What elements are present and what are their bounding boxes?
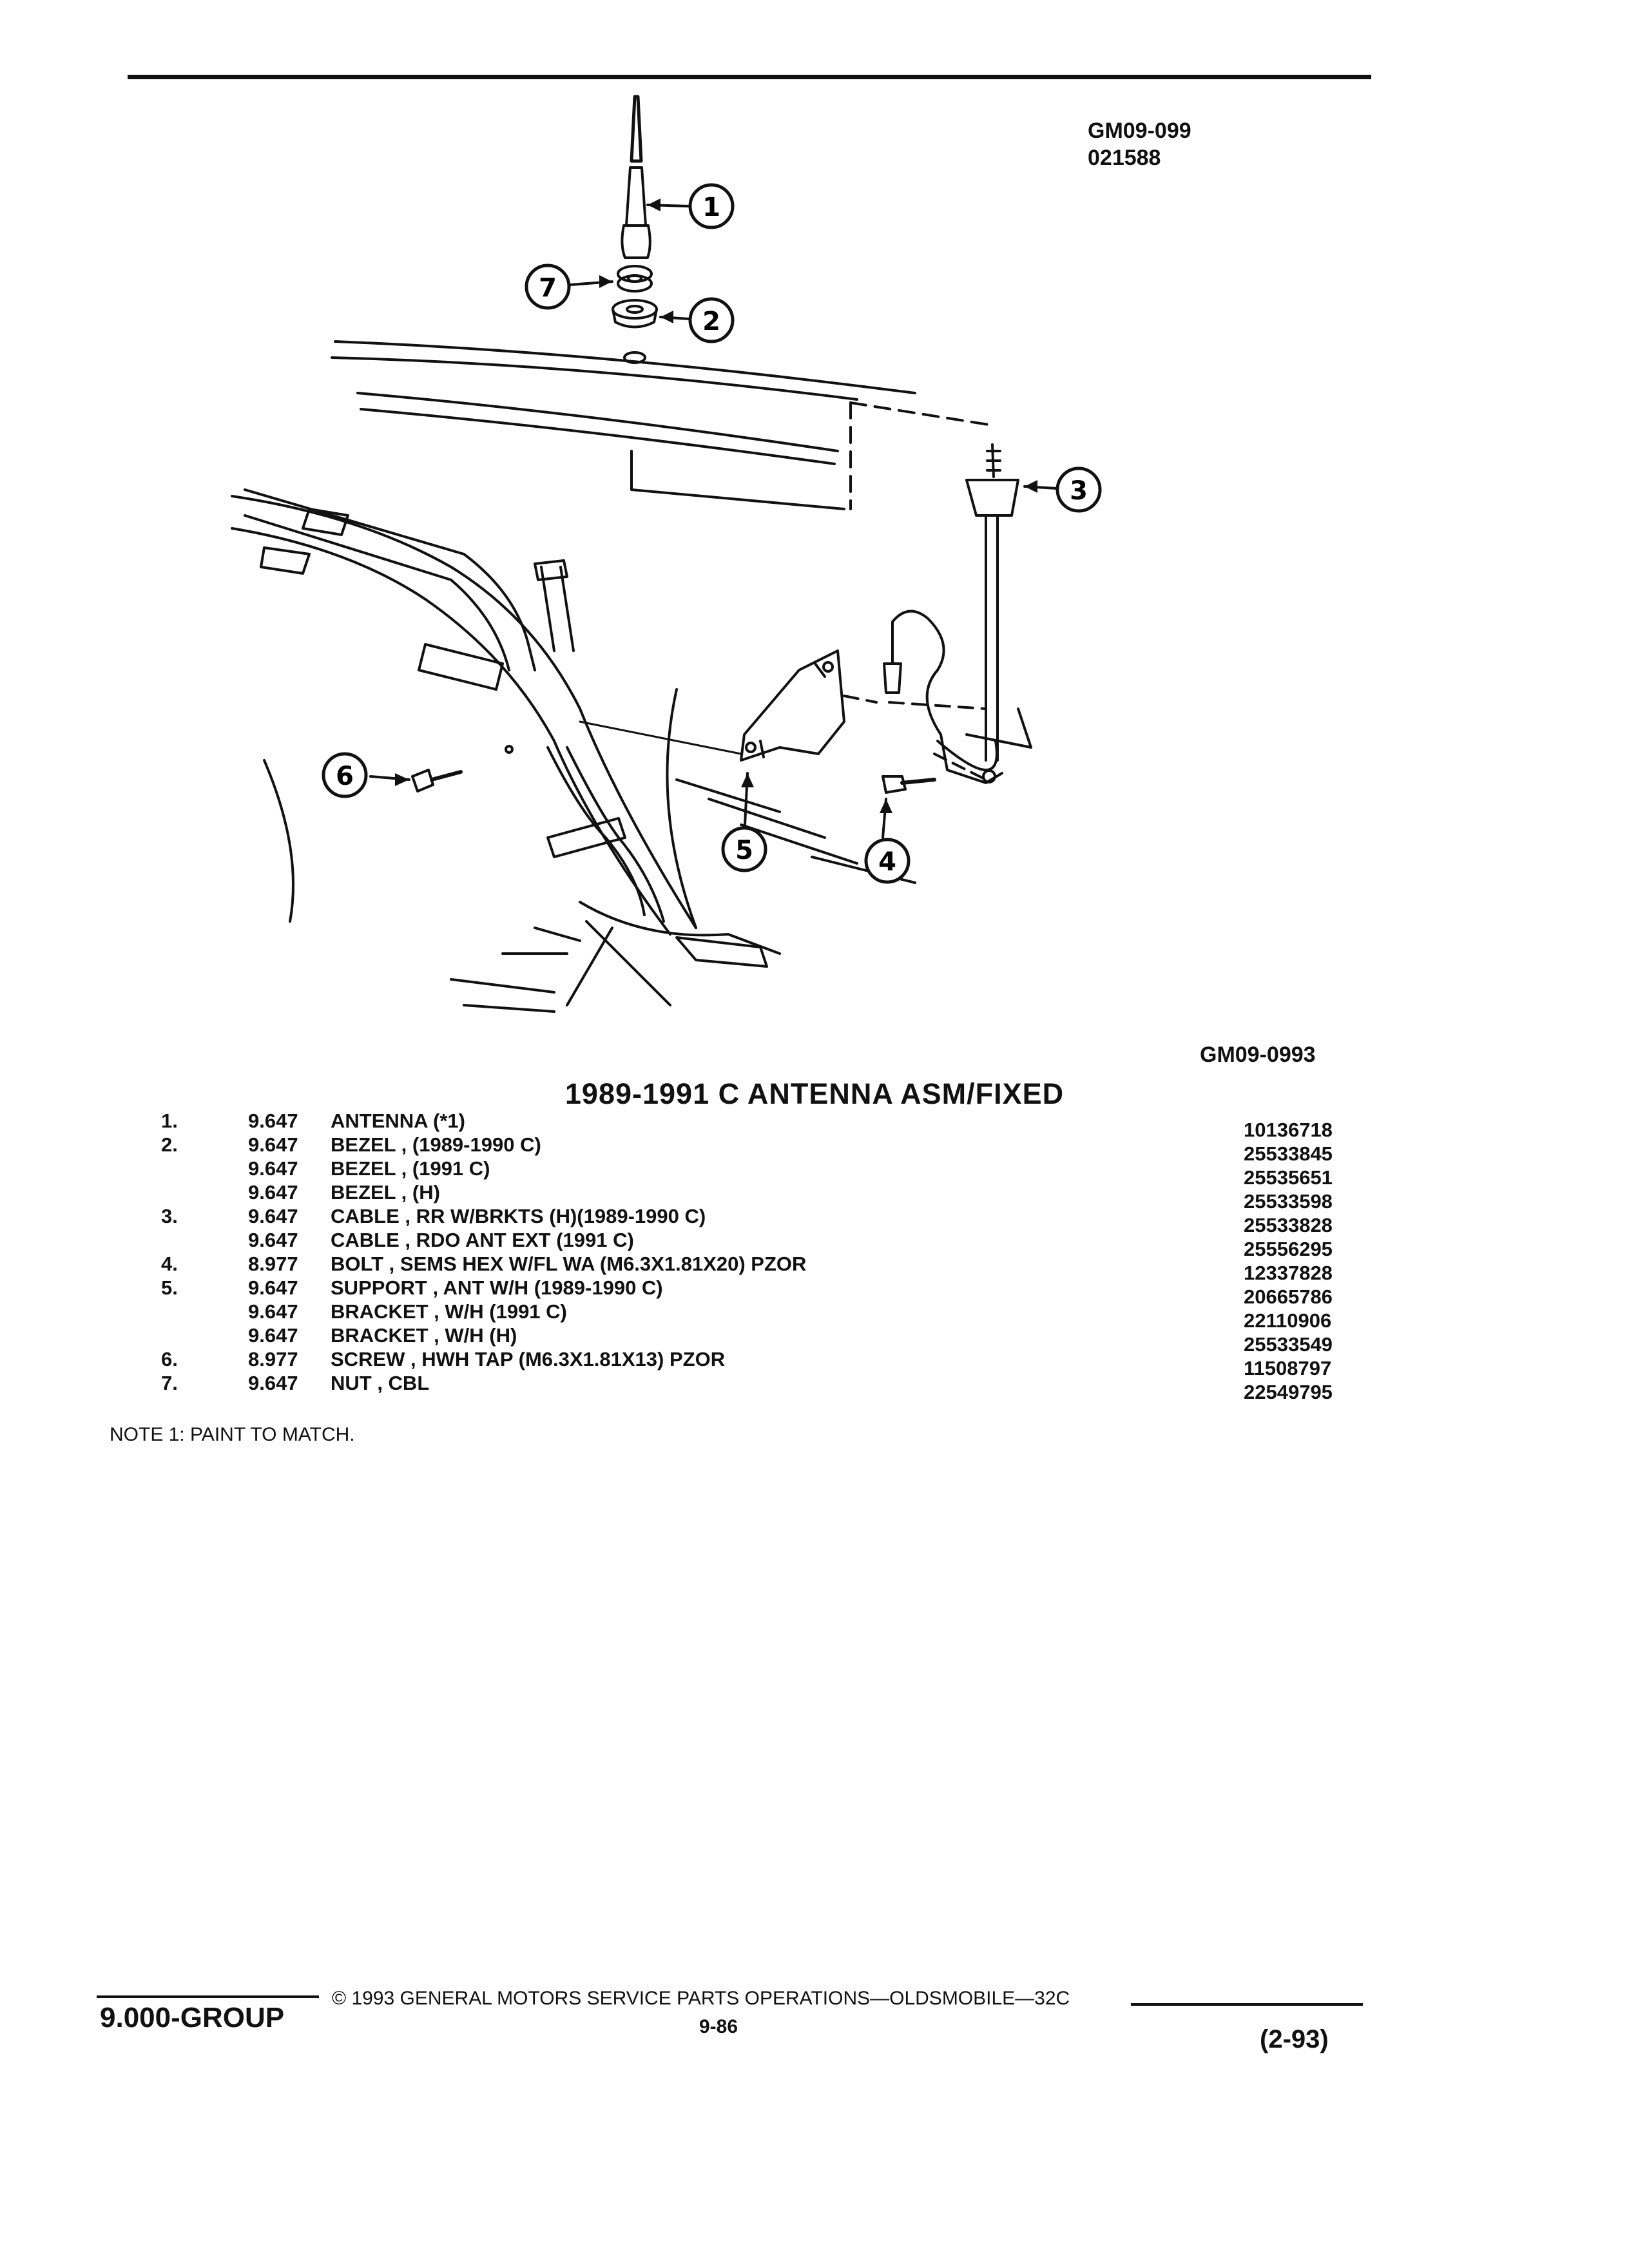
item-number: 2. (161, 1133, 178, 1156)
parts-row: 4. 8.977 BOLT , SEMS HEX W/FL WA (M6.3X1… (148, 1253, 1373, 1284)
drawing-code: GM09-099 (1088, 119, 1191, 143)
antenna-exploded-diagram: 1 2 3 4 5 6 7 (231, 95, 1102, 1013)
item-number: 6. (161, 1348, 178, 1370)
copyright-text: © 1993 GENERAL MOTORS SERVICE PARTS OPER… (332, 1988, 1070, 2009)
group-number: 8.977 (248, 1253, 298, 1275)
part-description: SUPPORT , ANT W/H (1989-1990 C) (331, 1276, 663, 1299)
parts-row: 6. 8.977 SCREW , HWH TAP (M6.3X1.81X13) … (148, 1348, 1373, 1379)
footer-rule-left (97, 1995, 319, 1998)
parts-row: 9.647 CABLE , RDO ANT EXT (1991 C) 25556… (148, 1229, 1373, 1260)
callout-5: 5 (721, 826, 767, 872)
page-footer: 9.000-GROUP © 1993 GENERAL MOTORS SERVIC… (0, 1988, 1629, 2065)
callout-1-label: 1 (702, 193, 720, 222)
part-number: 25535651 (1244, 1166, 1333, 1189)
parts-row: 5. 9.647 SUPPORT , ANT W/H (1989-1990 C)… (148, 1276, 1373, 1308)
part-description: BEZEL , (H) (331, 1181, 440, 1204)
parts-row: 9.647 BRACKET , W/H (1991 C) 22110906 (148, 1300, 1373, 1332)
footer-rule-right (1131, 2003, 1363, 2006)
arrowheads (395, 198, 1037, 813)
callout-7: 7 (525, 264, 571, 310)
callout-3-label: 3 (1070, 476, 1088, 506)
part-description: ANTENNA (*1) (331, 1110, 465, 1132)
callout-6: 6 (322, 752, 368, 798)
callout-2-label: 2 (702, 307, 720, 336)
callout-2: 2 (688, 297, 735, 343)
body-panel-lines (331, 340, 994, 510)
part-description: BOLT , SEMS HEX W/FL WA (M6.3X1.81X20) P… (331, 1253, 807, 1275)
parts-row: 3. 9.647 CABLE , RR W/BRKTS (H)(1989-199… (148, 1205, 1373, 1236)
nut-part (617, 265, 653, 293)
part-number: 10136718 (1244, 1119, 1333, 1141)
group-number: 9.647 (248, 1181, 298, 1204)
part-number: 22110906 (1244, 1309, 1332, 1332)
part-number: 22549795 (1244, 1381, 1333, 1403)
item-number: 5. (161, 1276, 178, 1299)
part-description: BRACKET , W/H (H) (331, 1324, 517, 1347)
parts-row: 9.647 BEZEL , (1991 C) 25535651 (148, 1157, 1373, 1189)
parts-list: 1. 9.647 ANTENNA (*1) 10136718 2. 9.647 … (148, 1110, 1373, 1403)
parts-row: 7. 9.647 NUT , CBL 22549795 (148, 1372, 1373, 1403)
parts-row: 9.647 BRACKET , W/H (H) 25533549 (148, 1324, 1373, 1356)
callout-4: 4 (864, 838, 911, 884)
part-number: 25533828 (1244, 1214, 1333, 1236)
group-number: 8.977 (248, 1348, 298, 1370)
group-number: 9.647 (248, 1324, 298, 1347)
date-code: 021588 (1088, 146, 1161, 170)
part-description: CABLE , RDO ANT EXT (1991 C) (331, 1229, 634, 1251)
part-description: BEZEL , (1991 C) (331, 1157, 490, 1180)
callout-7-label: 7 (539, 273, 557, 303)
part-description: SCREW , HWH TAP (M6.3X1.81X13) PZOR (331, 1348, 726, 1370)
group-number: 9.647 (248, 1110, 298, 1132)
part-number: 12337828 (1244, 1262, 1333, 1284)
item-number: 4. (161, 1253, 178, 1275)
part-number: 25533845 (1244, 1142, 1333, 1165)
group-number: 9.647 (248, 1157, 298, 1180)
callout-3: 3 (1055, 466, 1102, 513)
group-number: 9.647 (248, 1300, 298, 1323)
group-number: 9.647 (248, 1372, 298, 1394)
part-number: 20665786 (1244, 1285, 1333, 1308)
note-text: NOTE 1: PAINT TO MATCH. (110, 1424, 355, 1445)
group-number: 9.647 (248, 1133, 298, 1156)
figure-code: GM09-0993 (1200, 1043, 1316, 1067)
item-number: 3. (161, 1205, 178, 1227)
part-number: 25533598 (1244, 1190, 1333, 1213)
group-label: 9.000-GROUP (100, 2002, 285, 2033)
part-description: NUT , CBL (331, 1372, 430, 1394)
part-number: 25533549 (1244, 1333, 1333, 1356)
part-description: CABLE , RR W/BRKTS (H)(1989-1990 C) (331, 1205, 706, 1227)
item-number: 1. (161, 1110, 178, 1132)
group-number: 9.647 (248, 1276, 298, 1299)
part-description: BRACKET , W/H (1991 C) (331, 1300, 567, 1323)
page-number: 9-86 (699, 2016, 738, 2037)
revision-code: (2-93) (1260, 2025, 1329, 2053)
group-number: 9.647 (248, 1229, 298, 1251)
screw-part (411, 745, 514, 793)
part-number: 25556295 (1244, 1238, 1333, 1260)
callout-4-label: 4 (878, 847, 896, 877)
bezel-part (612, 299, 658, 364)
support-bracket-part (579, 649, 987, 762)
wire-harness (231, 488, 781, 1013)
parts-row: 9.647 BEZEL , (H) 25533598 (148, 1181, 1373, 1213)
parts-list-title: 1989-1991 C ANTENNA ASM/FIXED (564, 1077, 1065, 1110)
drawing-codes: GM09-099 021588 (1088, 117, 1191, 171)
part-description: BEZEL , (1989-1990 C) (331, 1133, 541, 1156)
group-number: 9.647 (248, 1205, 298, 1227)
callout-5-label: 5 (735, 836, 753, 865)
parts-row: 1. 9.647 ANTENNA (*1) 10136718 (148, 1110, 1373, 1141)
part-number: 11508797 (1244, 1357, 1332, 1379)
antenna-mast (621, 95, 651, 259)
bolt-part (882, 775, 936, 794)
rear-cable-part (883, 443, 1019, 784)
top-rule (128, 75, 1371, 79)
parts-row: 2. 9.647 BEZEL , (1989-1990 C) 25533845 (148, 1133, 1373, 1165)
callout-1: 1 (688, 183, 735, 229)
item-number: 7. (161, 1372, 178, 1394)
callout-6-label: 6 (336, 762, 354, 791)
